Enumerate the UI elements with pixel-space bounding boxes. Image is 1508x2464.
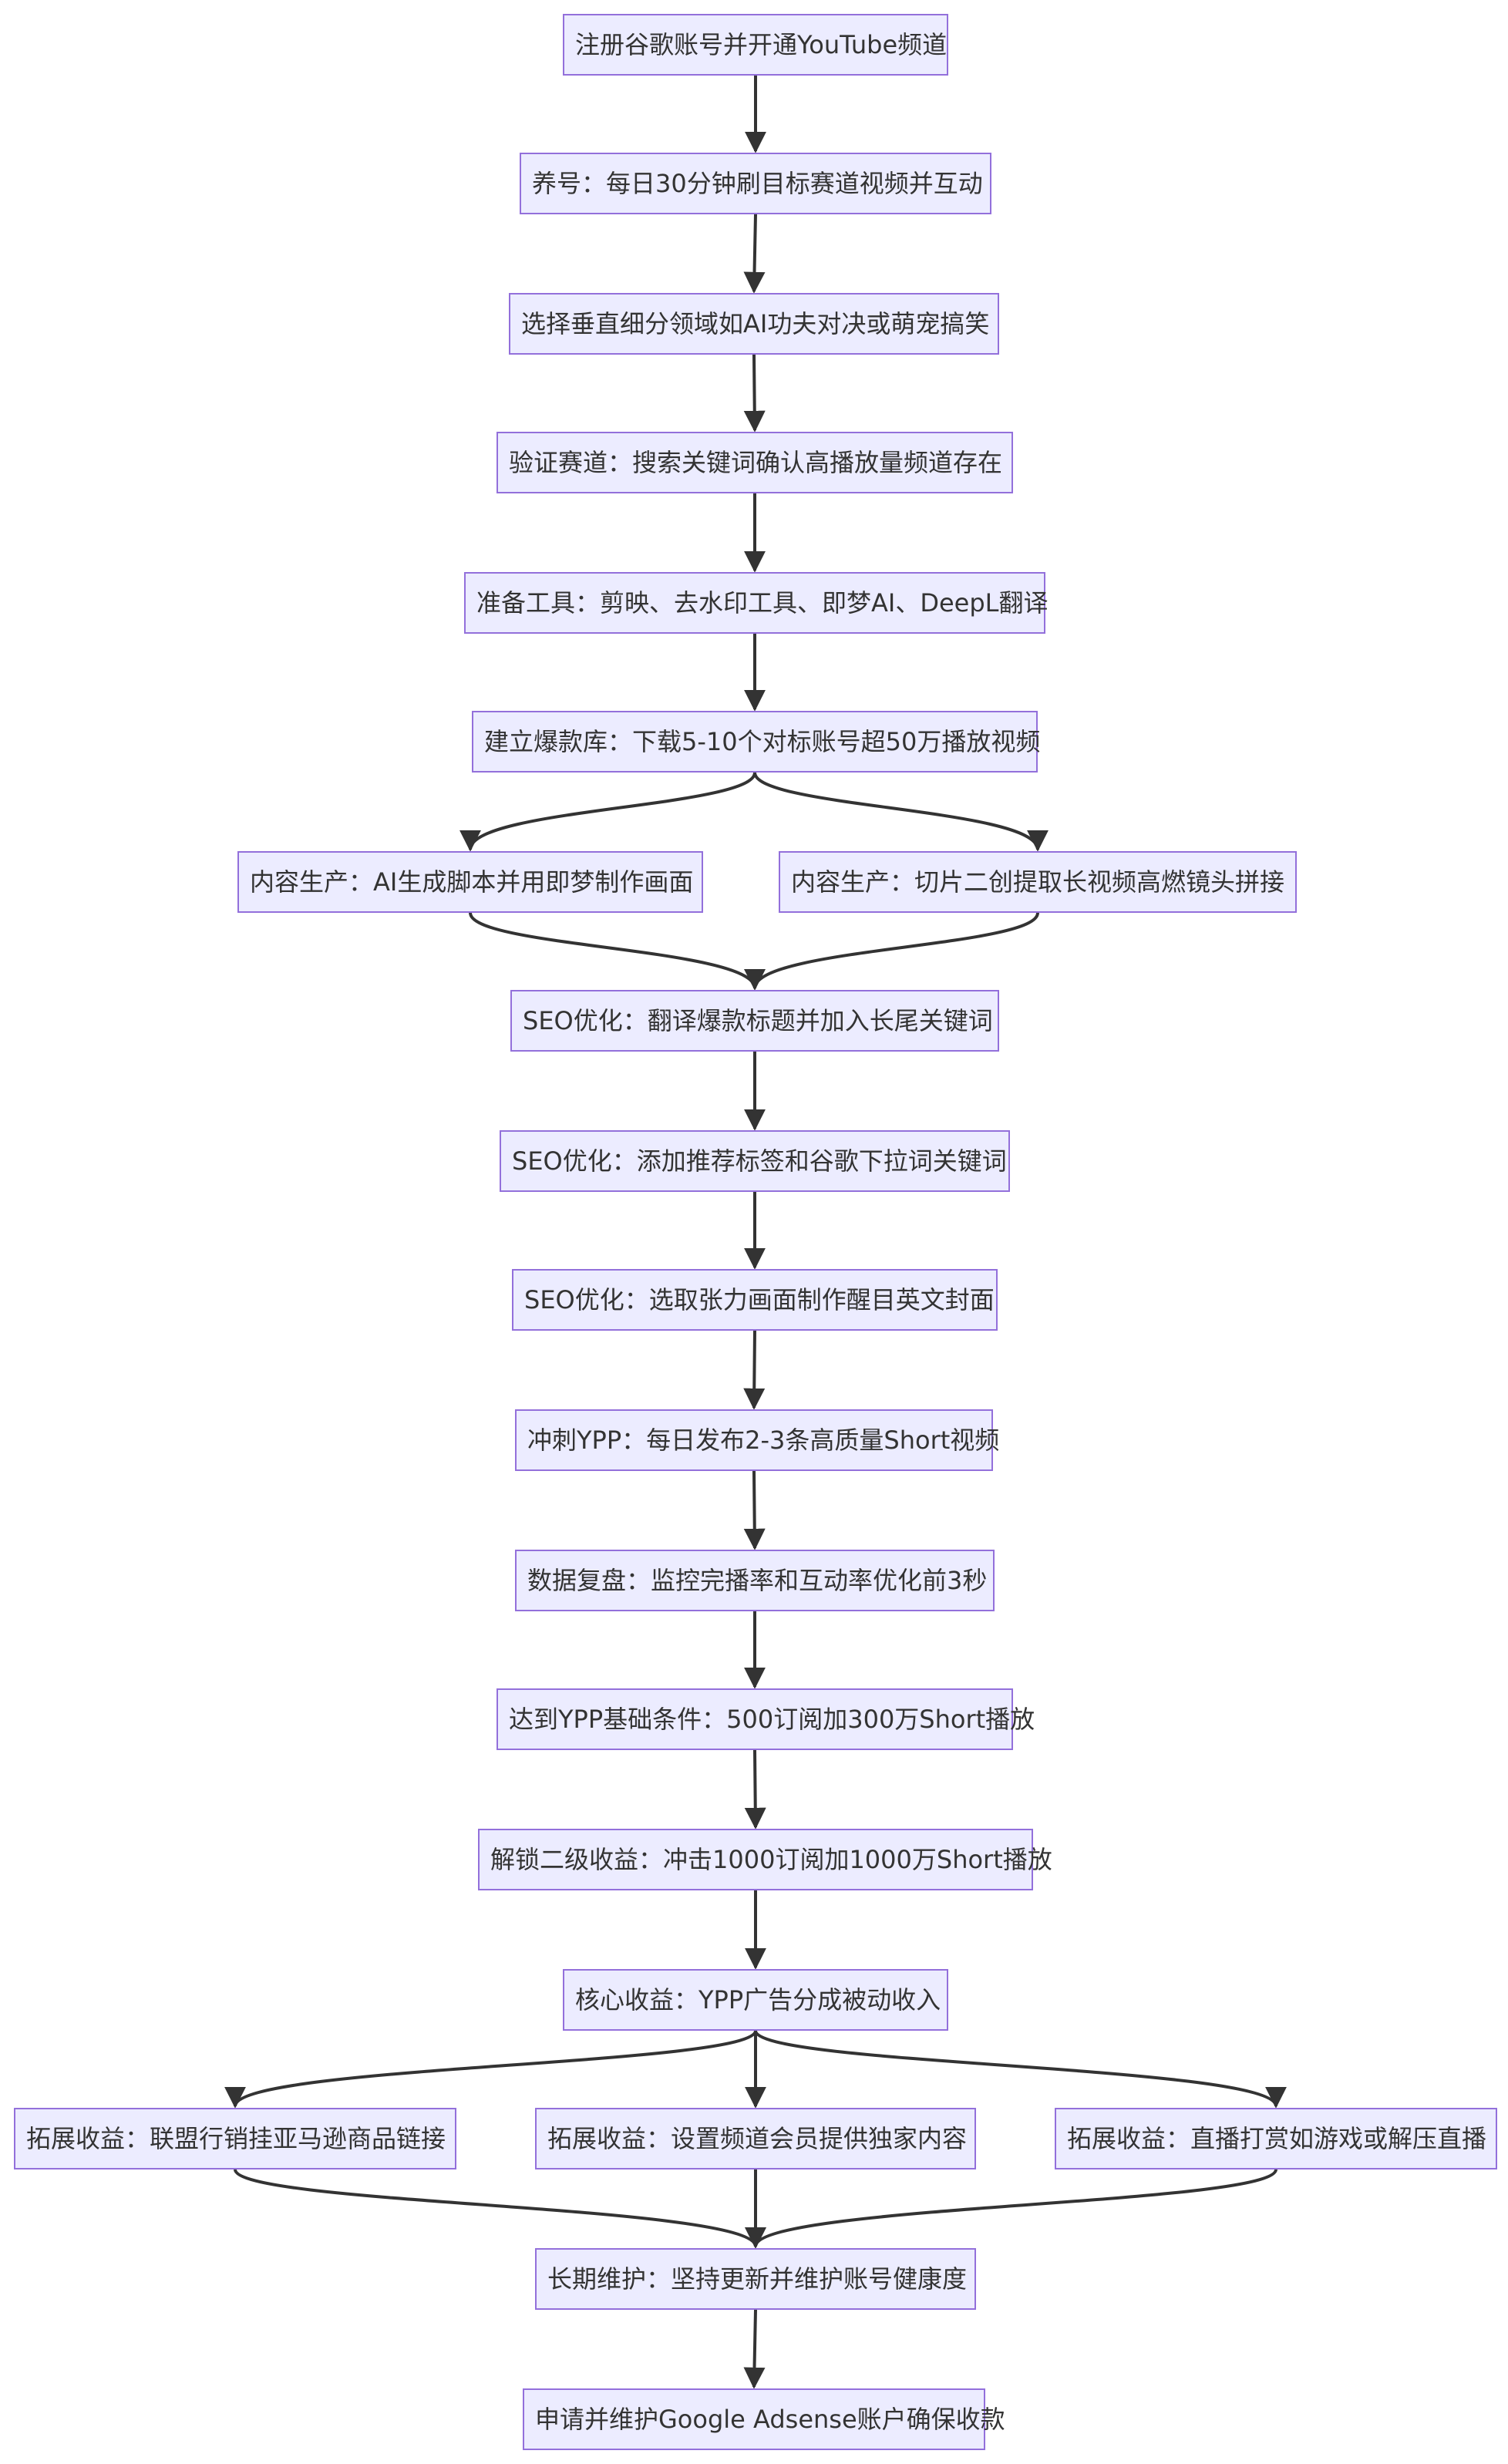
edge-n17-to-n18 [743,2309,766,2389]
node-revenue-affiliate: 拓展收益：联盟行销挂亚马逊商品链接 [14,2108,456,2169]
edge-n16c-to-n17 [745,2169,1277,2249]
edge-n6-to-n7b [753,772,1049,852]
node-account-warmup: 养号：每日30分钟刷目标赛道视频并互动 [520,153,991,214]
node-register-account: 注册谷歌账号并开通YouTube频道 [563,14,948,76]
edge-n7b-to-n8 [744,912,1039,991]
node-content-clip-remix: 内容生产：切片二创提取长视频高燃镜头拼接 [779,851,1297,913]
node-long-term-maintenance: 长期维护：坚持更新并维护账号健康度 [535,2248,976,2310]
node-adsense-account: 申请并维护Google Adsense账户确保收款 [523,2388,1005,2450]
node-data-review: 数据复盘：监控完播率和互动率优化前3秒 [515,1550,995,1611]
edge-n15-to-n16c [754,2030,1287,2109]
node-core-revenue: 核心收益：YPP广告分成被动收入 [563,1969,948,2031]
node-seo-title: SEO优化：翻译爆款标题并加入长尾关键词 [510,990,999,1052]
edge-n3-to-n4 [743,354,766,433]
edge-n13-to-n14 [744,1749,766,1829]
edge-n16a-to-n17 [234,2169,766,2249]
edge-n15-to-n16a [224,2030,757,2109]
node-choose-niche: 选择垂直细分领域如AI功夫对决或萌宠搞笑 [509,293,999,355]
edge-n2-to-n3 [743,214,766,294]
node-seo-tags: SEO优化：添加推荐标签和谷歌下拉词关键词 [500,1130,1010,1192]
node-second-tier-revenue: 解锁二级收益：冲击1000订阅加1000万Short播放 [478,1829,1052,1890]
node-build-viral-library: 建立爆款库：下载5-10个对标账号超50万播放视频 [472,711,1040,773]
edge-n11-to-n12 [743,1470,766,1550]
node-revenue-membership: 拓展收益：设置频道会员提供独家内容 [535,2108,976,2169]
node-content-ai-script: 内容生产：AI生成脚本并用即梦制作画面 [237,851,703,913]
node-sprint-ypp: 冲刺YPP：每日发布2-3条高质量Short视频 [515,1409,999,1471]
node-revenue-livestream: 拓展收益：直播打赏如游戏或解压直播 [1055,2108,1497,2169]
edge-n6-to-n7a [459,772,756,852]
node-validate-niche: 验证赛道：搜索关键词确认高播放量频道存在 [496,432,1013,493]
edge-n7a-to-n8 [469,912,766,991]
node-prepare-tools: 准备工具：剪映、去水印工具、即梦AI、DeepL翻译 [464,572,1049,634]
node-ypp-basic: 达到YPP基础条件：500订阅加300万Short播放 [496,1688,1035,1750]
node-seo-cover: SEO优化：选取张力画面制作醒目英文封面 [512,1269,998,1331]
edge-n10-to-n11 [743,1330,766,1410]
